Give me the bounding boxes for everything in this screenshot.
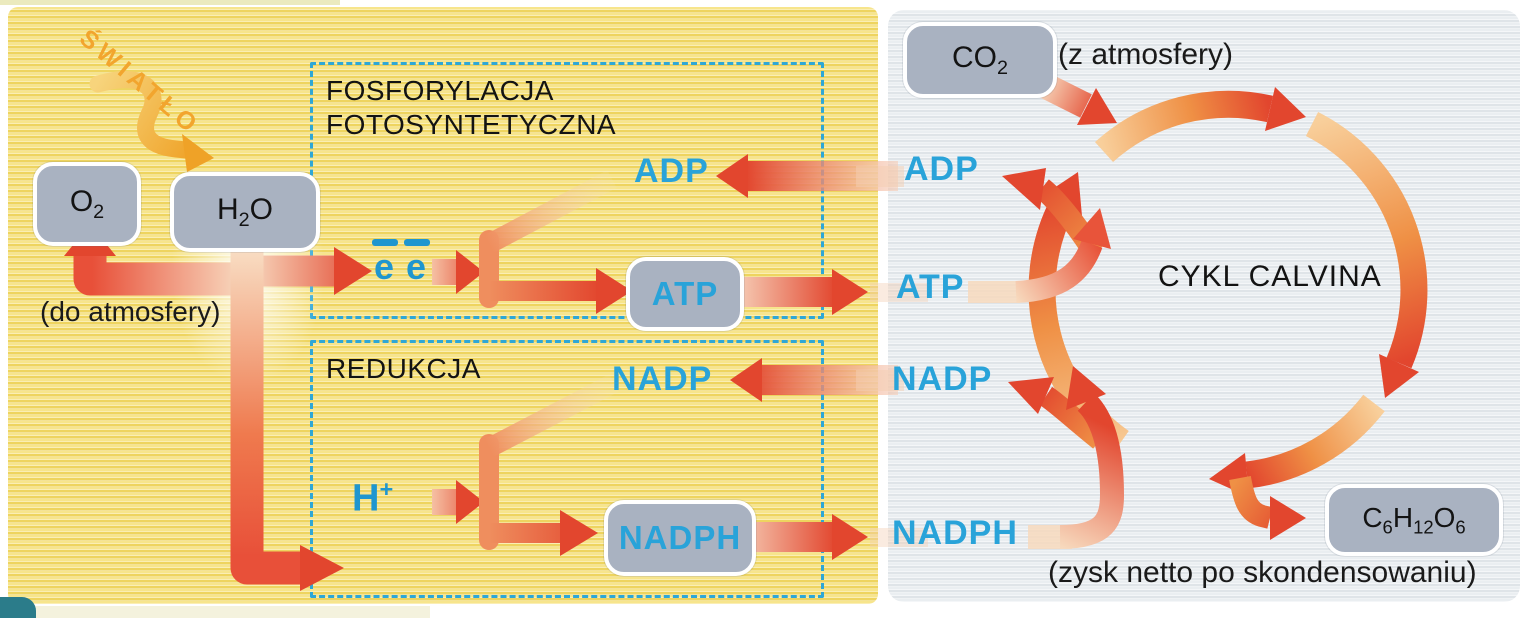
glucose-box: C6H12O6 xyxy=(1325,484,1503,556)
adp-label-right: ADP xyxy=(904,150,979,188)
co2-formula: CO2 xyxy=(951,40,1008,79)
reduction-title: REDUKCJA xyxy=(326,353,481,384)
oxygen-box: O2 xyxy=(33,162,141,246)
scan-artifact-corner xyxy=(0,597,36,618)
phosphorylation-title: FOSFORYLACJA FOTOSYNTETYCZNA xyxy=(326,75,617,141)
oxygen-formula: O2 xyxy=(69,184,105,223)
proton-symbol: H+ xyxy=(352,476,394,520)
nadp-label-right: NADP xyxy=(892,360,993,398)
calvin-cycle-title: CYKL CALVINA xyxy=(1158,260,1382,293)
water-formula: H2O xyxy=(216,192,274,231)
reduction-dashed-box xyxy=(310,340,824,598)
glucose-formula: C6H12O6 xyxy=(1362,501,1466,538)
water-box: H2O xyxy=(170,172,320,252)
adp-label-left: ADP xyxy=(634,152,709,190)
atp-label-right: ATP xyxy=(896,268,965,306)
co2-box: CO2 xyxy=(903,22,1057,98)
nadph-box: NADPH xyxy=(604,500,756,576)
nadp-label-left: NADP xyxy=(612,360,713,398)
net-gain-note: (zysk netto po skondensowaniu) xyxy=(1048,556,1477,589)
nadph-label-right: NADPH xyxy=(892,514,1018,552)
electron-bar-icon xyxy=(404,239,431,246)
from-atmosphere-note: (z atmosfery) xyxy=(1058,38,1234,71)
scan-artifact-bottom xyxy=(0,606,430,618)
atp-box: ATP xyxy=(626,257,744,331)
to-atmosphere-note: (do atmosfery) xyxy=(40,296,221,327)
electron-bar-icon xyxy=(372,239,398,246)
scan-artifact-top xyxy=(0,0,340,5)
